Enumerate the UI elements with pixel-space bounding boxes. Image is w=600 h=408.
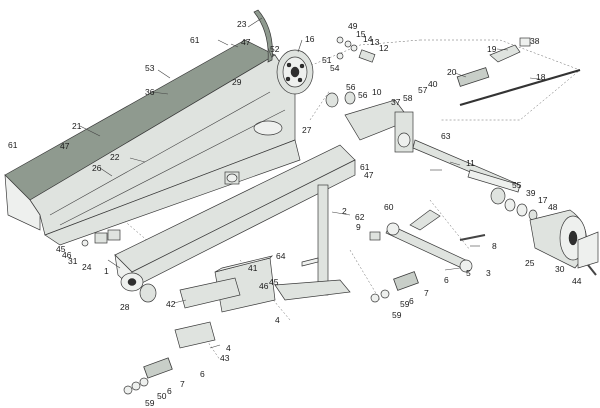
callout-26: 26 (92, 163, 102, 173)
callout-7: 7 (424, 288, 429, 298)
plates-left (81, 229, 121, 247)
callout-6: 6 (167, 386, 172, 396)
callout-47: 47 (241, 37, 251, 47)
callout-1: 1 (104, 266, 109, 276)
callout-52: 52 (270, 44, 280, 54)
ring-28 (139, 283, 157, 303)
callout-15: 15 (356, 29, 366, 39)
tensioner-hardware (325, 36, 376, 108)
callout-20: 20 (447, 67, 457, 77)
callout-10: 10 (372, 87, 382, 97)
callout-28: 28 (120, 302, 130, 312)
callout-51: 51 (322, 55, 332, 65)
callout-25: 25 (525, 258, 535, 268)
callout-56: 56 (358, 90, 368, 100)
callout-36: 36 (145, 87, 155, 97)
callout-18: 18 (536, 72, 546, 82)
bracket-42 (174, 277, 241, 349)
callout-30: 30 (555, 264, 565, 274)
callout-43: 43 (220, 353, 230, 363)
bracket-41 (214, 255, 276, 313)
pulley (276, 49, 314, 95)
callout-39: 39 (526, 188, 536, 198)
callout-16: 16 (305, 34, 315, 44)
callout-61: 61 (360, 162, 370, 172)
callout-6: 6 (409, 296, 414, 306)
callout-13: 13 (370, 37, 380, 47)
callout-12: 12 (379, 43, 389, 53)
callout-38: 38 (530, 36, 540, 46)
callout-58: 58 (403, 93, 413, 103)
callout-59: 59 (145, 398, 155, 408)
callout-62: 62 (355, 212, 365, 222)
callout-3: 3 (486, 268, 491, 278)
washers-right (370, 289, 390, 303)
callout-27: 27 (302, 125, 312, 135)
callout-64: 64 (276, 251, 286, 261)
belt (253, 9, 273, 63)
callout-14: 14 (363, 34, 373, 44)
callout-49: 49 (348, 21, 358, 31)
callout-21: 21 (72, 121, 82, 131)
callout-5: 5 (466, 268, 471, 278)
callout-23: 23 (237, 19, 247, 29)
callout-60: 60 (384, 202, 394, 212)
callout-8: 8 (492, 241, 497, 251)
callout-57: 57 (418, 85, 428, 95)
bolt-44 (587, 264, 597, 276)
callout-61: 61 (8, 140, 18, 150)
callout-63: 63 (441, 131, 451, 141)
lower-arm (114, 144, 356, 292)
callout-59: 59 (400, 299, 410, 309)
callout-48: 48 (548, 202, 558, 212)
callout-4: 4 (226, 343, 231, 353)
callout-40: 40 (428, 79, 438, 89)
callout-42: 42 (166, 299, 176, 309)
callout-45: 45 (56, 244, 66, 254)
callout-31: 31 (68, 256, 78, 266)
callout-7: 7 (180, 379, 185, 389)
callout-19: 19 (487, 44, 497, 54)
callout-6: 6 (200, 369, 205, 379)
callout-56: 56 (346, 82, 356, 92)
support-post (274, 184, 351, 301)
lower-spring-stack (123, 357, 173, 395)
callout-22: 22 (110, 152, 120, 162)
callout-29: 29 (232, 77, 242, 87)
callout-61: 61 (190, 35, 200, 45)
main-frame (4, 39, 301, 246)
callout-47: 47 (364, 170, 374, 180)
drive-shaft (412, 139, 521, 193)
callout-45: 45 (269, 277, 279, 287)
spring-right (393, 271, 419, 291)
link-arm (385, 209, 473, 273)
callout-2: 2 (342, 206, 347, 216)
leader-lines (79, 17, 549, 349)
bearing-housing (344, 99, 414, 153)
callout-46: 46 (62, 250, 72, 260)
callout-6: 6 (444, 275, 449, 285)
bell-housing (529, 209, 599, 269)
callout-47: 47 (60, 141, 70, 151)
callout-41: 41 (248, 263, 258, 273)
callout-37: 37 (391, 97, 401, 107)
callout-59: 59 (392, 310, 402, 320)
callout-9: 9 (356, 222, 361, 232)
callout-4: 4 (275, 315, 280, 325)
callout-17: 17 (538, 195, 548, 205)
callout-24: 24 (82, 262, 92, 272)
shaft-bearings (490, 187, 538, 221)
bolts (369, 231, 486, 241)
spring-rod-assembly (456, 37, 581, 107)
callout-44: 44 (572, 276, 582, 286)
callout-53: 53 (145, 63, 155, 73)
callout-54: 54 (330, 63, 340, 73)
callout-55: 55 (512, 180, 522, 190)
callout-46: 46 (259, 281, 269, 291)
callout-labels: 23 61 47 52 16 49 15 14 13 12 51 54 53 3… (8, 19, 582, 408)
callout-50: 50 (157, 391, 167, 401)
callout-11: 11 (466, 158, 475, 168)
